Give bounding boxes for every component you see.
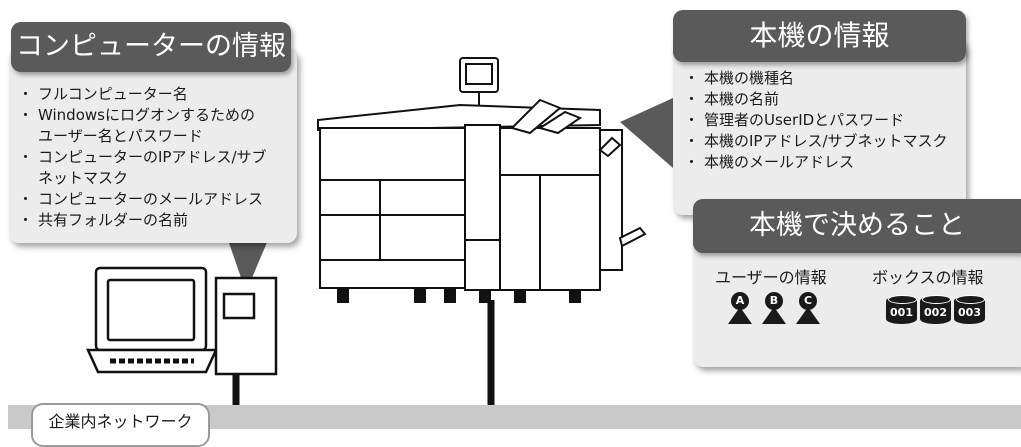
device-decide-title: 本機で決めること [693, 199, 1021, 253]
user-info-label: ユーザーの情報 [715, 268, 827, 287]
network-diagram [86, 57, 673, 424]
list-item-continuation: ユーザー名とパスワード [22, 126, 292, 147]
box-icon: 001 [886, 292, 917, 324]
user-icon: C [796, 292, 820, 324]
list-item: フルコンピューター名 [18, 84, 292, 105]
list-item: 共有フォルダーの名前 [18, 210, 292, 231]
user-icon-letter: C [799, 292, 817, 310]
list-item: 本機のIPアドレス/サブネットマスク [684, 131, 968, 152]
device-info-title: 本機の情報 [673, 10, 966, 62]
list-item: 本機の機種名 [684, 68, 968, 89]
list-item-text: ユーザー名とパスワード [38, 127, 203, 145]
box-icon-number: 003 [958, 306, 981, 319]
list-item: 本機の名前 [684, 89, 968, 110]
device-info-list: 本機の機種名 本機の名前 管理者のUserIDとパスワード 本機のIPアドレス/… [684, 68, 968, 173]
list-item: コンピューターのメールアドレス [18, 189, 292, 210]
user-icon-letter: B [765, 292, 783, 310]
list-item-text: ネットマスク [38, 169, 129, 187]
pc-callout-pointer [228, 240, 268, 292]
computer-info-list: フルコンピューター名 Windowsにログオンするための ユーザー名とパスワード… [18, 84, 292, 231]
printer-device [317, 57, 647, 303]
device-callout-pointer [620, 98, 673, 168]
box-info-label: ボックスの情報 [872, 268, 984, 287]
list-item: 本機のメールアドレス [684, 152, 968, 173]
list-item: 管理者のUserIDとパスワード [684, 110, 968, 131]
computer-info-title: コンピューターの情報 [11, 22, 291, 72]
box-icon: 003 [954, 292, 985, 324]
user-icon: A [728, 292, 752, 324]
list-item-continuation: ネットマスク [22, 168, 292, 189]
box-icon-number: 001 [890, 306, 913, 319]
computer [86, 266, 278, 376]
list-item: コンピューターのIPアドレス/サブ [18, 147, 292, 168]
list-item: Windowsにログオンするための [18, 105, 292, 126]
box-icon-number: 002 [924, 306, 947, 319]
user-icon: B [762, 292, 786, 324]
box-icon: 002 [920, 292, 951, 324]
user-icon-letter: A [731, 292, 749, 310]
network-label: 企業内ネットワーク [31, 403, 210, 447]
